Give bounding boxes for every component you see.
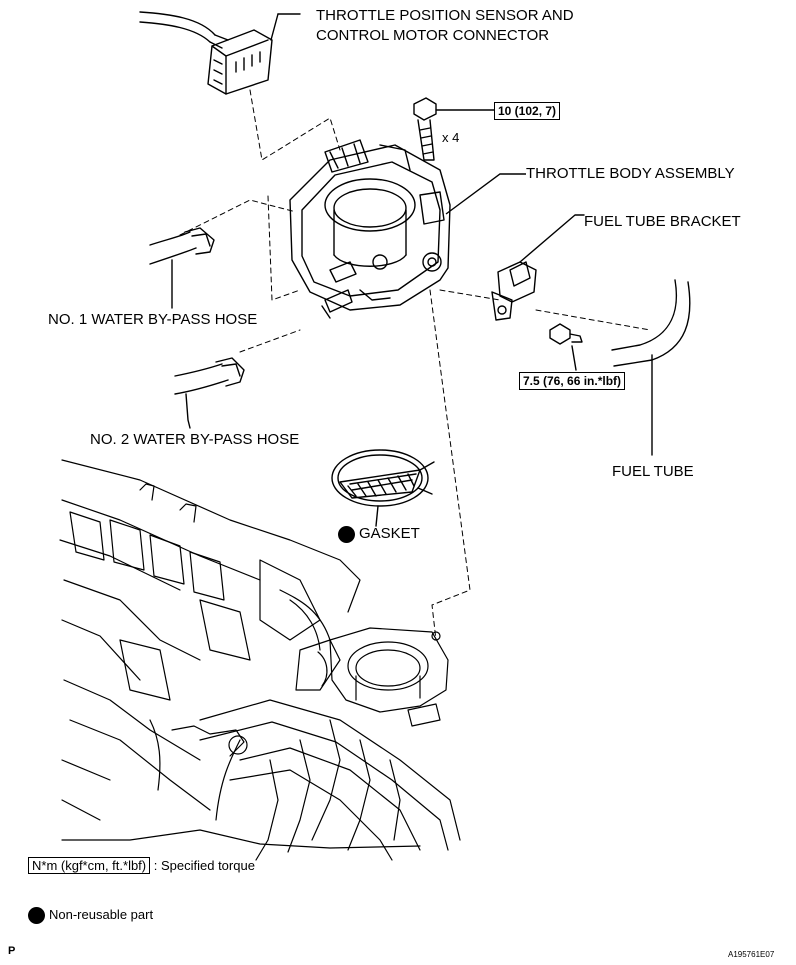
throttle-body-bolt-drawing: [413, 97, 495, 161]
water-hose-1-drawing: [149, 227, 215, 309]
engine-manifold-drawing: [59, 459, 461, 861]
bracket-bolt-torque: 7.5 (76, 66 in.*lbf): [519, 372, 626, 390]
tps-connector-label-line2: CONTROL MOTOR CONNECTOR: [316, 27, 550, 44]
throttle-body-label: THROTTLE BODY ASSEMBLY: [526, 165, 735, 182]
dashed-guide-lines: [179, 89, 651, 641]
torque-legend: N*m (kgf*cm, ft.*lbf) : Specified torque: [28, 856, 255, 875]
nonreusable-legend-text: Non-reusable part: [49, 907, 154, 922]
throttle-body-bolt-torque: 10 (102, 7): [494, 102, 561, 120]
tps-connector-drawing: [139, 11, 301, 95]
fuel-tube-bracket-label: FUEL TUBE BRACKET: [584, 213, 741, 230]
gasket-drawing: [331, 449, 435, 527]
fuel-tube-drawing: [611, 279, 691, 456]
throttle-body-leader: [445, 173, 526, 215]
water-hose-2-drawing: [174, 357, 245, 429]
gasket-label-text: GASKET: [359, 525, 420, 542]
fuel-tube-label: FUEL TUBE: [612, 463, 694, 480]
non-reusable-dot-icon: [338, 525, 355, 543]
bolt-count-label: x 4: [442, 130, 460, 145]
fuel-tube-bracket-drawing: [491, 214, 585, 321]
non-reusable-dot-icon: [28, 907, 45, 925]
footer-left-code: P: [8, 945, 16, 957]
bracket-bolt-drawing: [549, 323, 583, 371]
gasket-label: GASKET: [338, 524, 420, 543]
torque-legend-text: : Specified torque: [153, 858, 255, 873]
torque-units-box: N*m (kgf*cm, ft.*lbf): [28, 857, 151, 874]
water-hose-2-label: NO. 2 WATER BY-PASS HOSE: [90, 431, 300, 448]
tps-connector-label-line1: THROTTLE POSITION SENSOR AND: [316, 7, 574, 24]
nonreusable-legend: Non-reusable part: [28, 905, 154, 925]
throttle-body-drawing: [289, 139, 451, 319]
figure-id: A195761E07: [728, 950, 775, 959]
water-hose-1-label: NO. 1 WATER BY-PASS HOSE: [48, 311, 258, 328]
